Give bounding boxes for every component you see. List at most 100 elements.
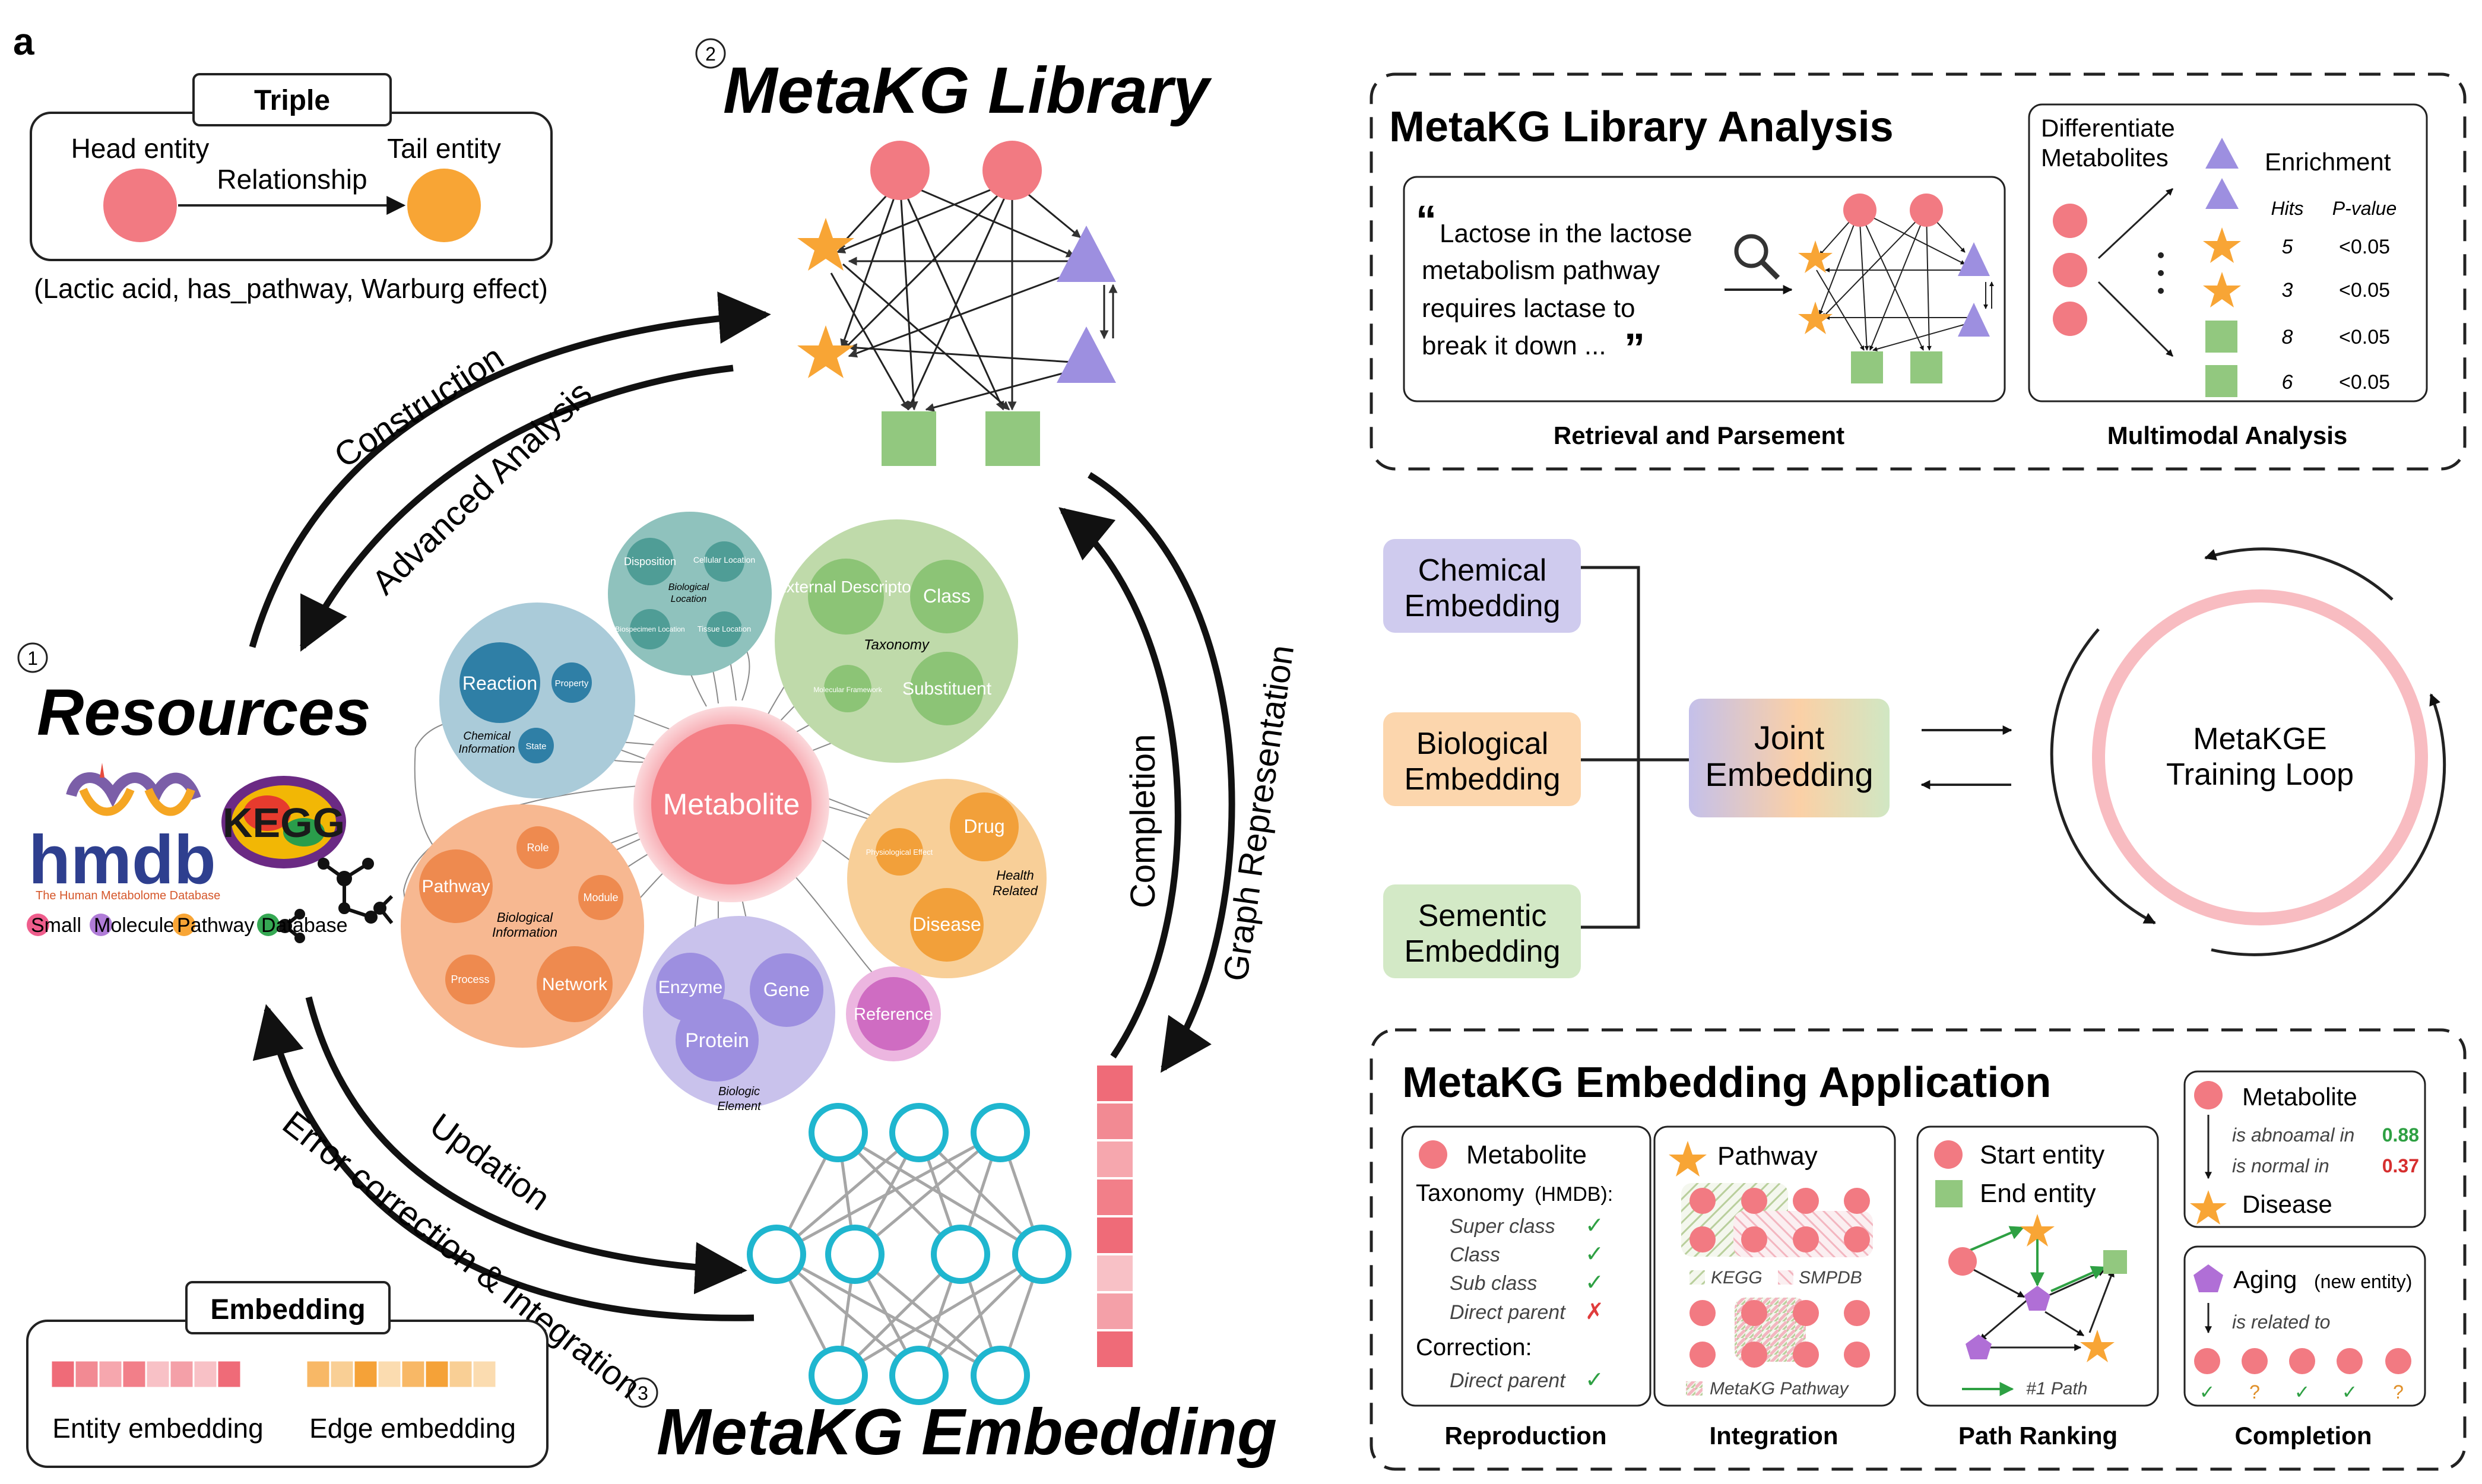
- svg-text:Substituent: Substituent: [902, 679, 992, 699]
- library-red-node: [870, 141, 930, 200]
- svg-text:Sub class: Sub class: [1450, 1272, 1537, 1295]
- svg-text:3: 3: [2282, 279, 2293, 302]
- svg-text:(new entity): (new entity): [2314, 1271, 2412, 1292]
- svg-text:Process: Process: [451, 974, 489, 985]
- completion-label: Completion: [1124, 734, 1162, 908]
- svg-text:MetaKG Embedding: MetaKG Embedding: [657, 1396, 1277, 1469]
- svg-text:Protein: Protein: [685, 1029, 749, 1052]
- svg-text:Metabolites: Metabolites: [2041, 144, 2169, 172]
- search-icon: [1734, 234, 1780, 280]
- library-square-node: [882, 411, 936, 466]
- svg-text:Lactose in the lactose: Lactose in the lactose: [1440, 219, 1692, 248]
- library-analysis-panel: MetaKG Library Analysis “ Lactose in the…: [1370, 72, 2467, 471]
- svg-text:Completion: Completion: [2235, 1422, 2372, 1450]
- panel-letter: a: [13, 20, 34, 63]
- svg-text:1: 1: [27, 648, 38, 669]
- svg-text:Path Ranking: Path Ranking: [1958, 1422, 2118, 1450]
- svg-text:Direct parent: Direct parent: [1450, 1301, 1566, 1324]
- svg-text:Pathway: Pathway: [1717, 1141, 1818, 1171]
- svg-text:Related: Related: [993, 883, 1038, 898]
- svg-text:Cellular Location: Cellular Location: [693, 555, 755, 565]
- svg-text:✓: ✓: [2342, 1381, 2358, 1403]
- svg-text:P-value: P-value: [2332, 198, 2397, 219]
- schema-diagram: Reaction Property State Chemical Informa…: [401, 512, 1047, 1113]
- reaction-node: [459, 642, 540, 723]
- svg-text:“: “: [1416, 197, 1437, 243]
- training-loop-ring: [2092, 589, 2428, 925]
- biological-location-group: [608, 512, 772, 676]
- svg-text:Property: Property: [555, 678, 589, 689]
- svg-text:Tissue Location: Tissue Location: [698, 624, 752, 633]
- svg-text:Location: Location: [671, 594, 707, 604]
- svg-text:Metabolite: Metabolite: [663, 788, 800, 821]
- svg-text:Super class: Super class: [1450, 1215, 1555, 1238]
- svg-text:Reproduction: Reproduction: [1445, 1422, 1607, 1450]
- svg-text:Chemical: Chemical: [463, 730, 511, 743]
- svg-text:Metabolite: Metabolite: [2242, 1083, 2357, 1111]
- triple-title: Triple: [254, 85, 330, 116]
- metabolite-center: [651, 724, 812, 884]
- library-square-node: [985, 411, 1040, 466]
- property-node: [551, 662, 592, 703]
- svg-text:MetaKG Library: MetaKG Library: [723, 54, 1212, 127]
- svg-text:Molecule: Molecule: [94, 914, 175, 937]
- library-title: 2 MetaKG Library: [695, 38, 1212, 127]
- svg-text:<0.05: <0.05: [2339, 279, 2390, 302]
- kegg-logo: KEGG: [221, 776, 346, 868]
- tail-entity-label: Tail entity: [387, 133, 501, 164]
- svg-text:Disease: Disease: [912, 914, 981, 935]
- svg-text:SMPDB: SMPDB: [1799, 1268, 1862, 1288]
- svg-text:MetaKG Pathway: MetaKG Pathway: [1710, 1379, 1849, 1399]
- svg-text:Taxonomy: Taxonomy: [864, 637, 930, 653]
- svg-text:0.37: 0.37: [2382, 1155, 2419, 1177]
- library-triangle-node: [1057, 226, 1116, 282]
- svg-text:Sementic: Sementic: [1418, 899, 1547, 933]
- library-triangle-node: [1057, 326, 1116, 383]
- head-entity-label: Head entity: [71, 133, 210, 164]
- library-red-node: [982, 141, 1042, 200]
- svg-text:Information: Information: [458, 743, 515, 756]
- resources-title: 1 Resources: [17, 642, 371, 749]
- svg-text:MetaKG Embedding Application: MetaKG Embedding Application: [1402, 1059, 2051, 1106]
- hmdb-logo: hmdb The Human Metabolome Database: [28, 763, 220, 902]
- triple-box: Triple Head entity Tail entity Relations…: [30, 73, 553, 261]
- svg-text:<0.05: <0.05: [2339, 326, 2390, 348]
- svg-text:Training Loop: Training Loop: [2166, 757, 2354, 792]
- svg-text:Edge embedding: Edge embedding: [309, 1413, 516, 1444]
- svg-text:Differentiate: Differentiate: [2041, 114, 2175, 142]
- svg-text:Class: Class: [923, 585, 971, 607]
- svg-text:requires lactase to: requires lactase to: [1422, 294, 1635, 323]
- svg-text:External Descriptor: External Descriptor: [775, 578, 917, 596]
- svg-text:?: ?: [2393, 1381, 2404, 1403]
- svg-text:metabolism pathway: metabolism pathway: [1422, 256, 1660, 285]
- svg-text:Gene: Gene: [763, 979, 810, 1000]
- svg-text:is abnoamal in: is abnoamal in: [2232, 1124, 2354, 1146]
- embedding-vector: [1095, 1063, 1135, 1369]
- svg-text:hmdb: hmdb: [28, 821, 216, 898]
- svg-text:Biologic: Biologic: [718, 1085, 760, 1098]
- cycle-arrows: [249, 291, 1235, 1321]
- svg-text:Correction:: Correction:: [1416, 1334, 1532, 1361]
- svg-text:Embedding: Embedding: [1404, 762, 1560, 797]
- graph-representation-arrow: [1088, 472, 1235, 1073]
- svg-text:is normal in: is normal in: [2232, 1155, 2329, 1177]
- svg-text:Biological: Biological: [1416, 727, 1549, 761]
- svg-text:✓: ✓: [2294, 1381, 2310, 1403]
- svg-text:Start entity: Start entity: [1980, 1140, 2104, 1169]
- svg-text:Information: Information: [492, 925, 557, 940]
- library-graph: [830, 180, 1118, 412]
- svg-text:✓: ✓: [1585, 1270, 1604, 1295]
- svg-text:Pathway: Pathway: [421, 877, 490, 896]
- svg-text:6: 6: [2282, 371, 2293, 394]
- training-panel: Chemical Embedding Biological Embedding …: [1383, 539, 2446, 978]
- svg-text:Embedding: Embedding: [1404, 934, 1560, 969]
- svg-text:Physiological Effect: Physiological Effect: [866, 848, 933, 857]
- svg-text:Embedding: Embedding: [210, 1294, 365, 1326]
- state-node: [518, 728, 554, 763]
- svg-text:Small: Small: [31, 914, 81, 937]
- relationship-label: Relationship: [217, 164, 367, 195]
- svg-text:Biospecimen Location: Biospecimen Location: [615, 625, 684, 633]
- svg-text:Integration: Integration: [1710, 1422, 1838, 1450]
- svg-text:KEGG: KEGG: [223, 800, 345, 846]
- svg-text:State: State: [525, 741, 546, 751]
